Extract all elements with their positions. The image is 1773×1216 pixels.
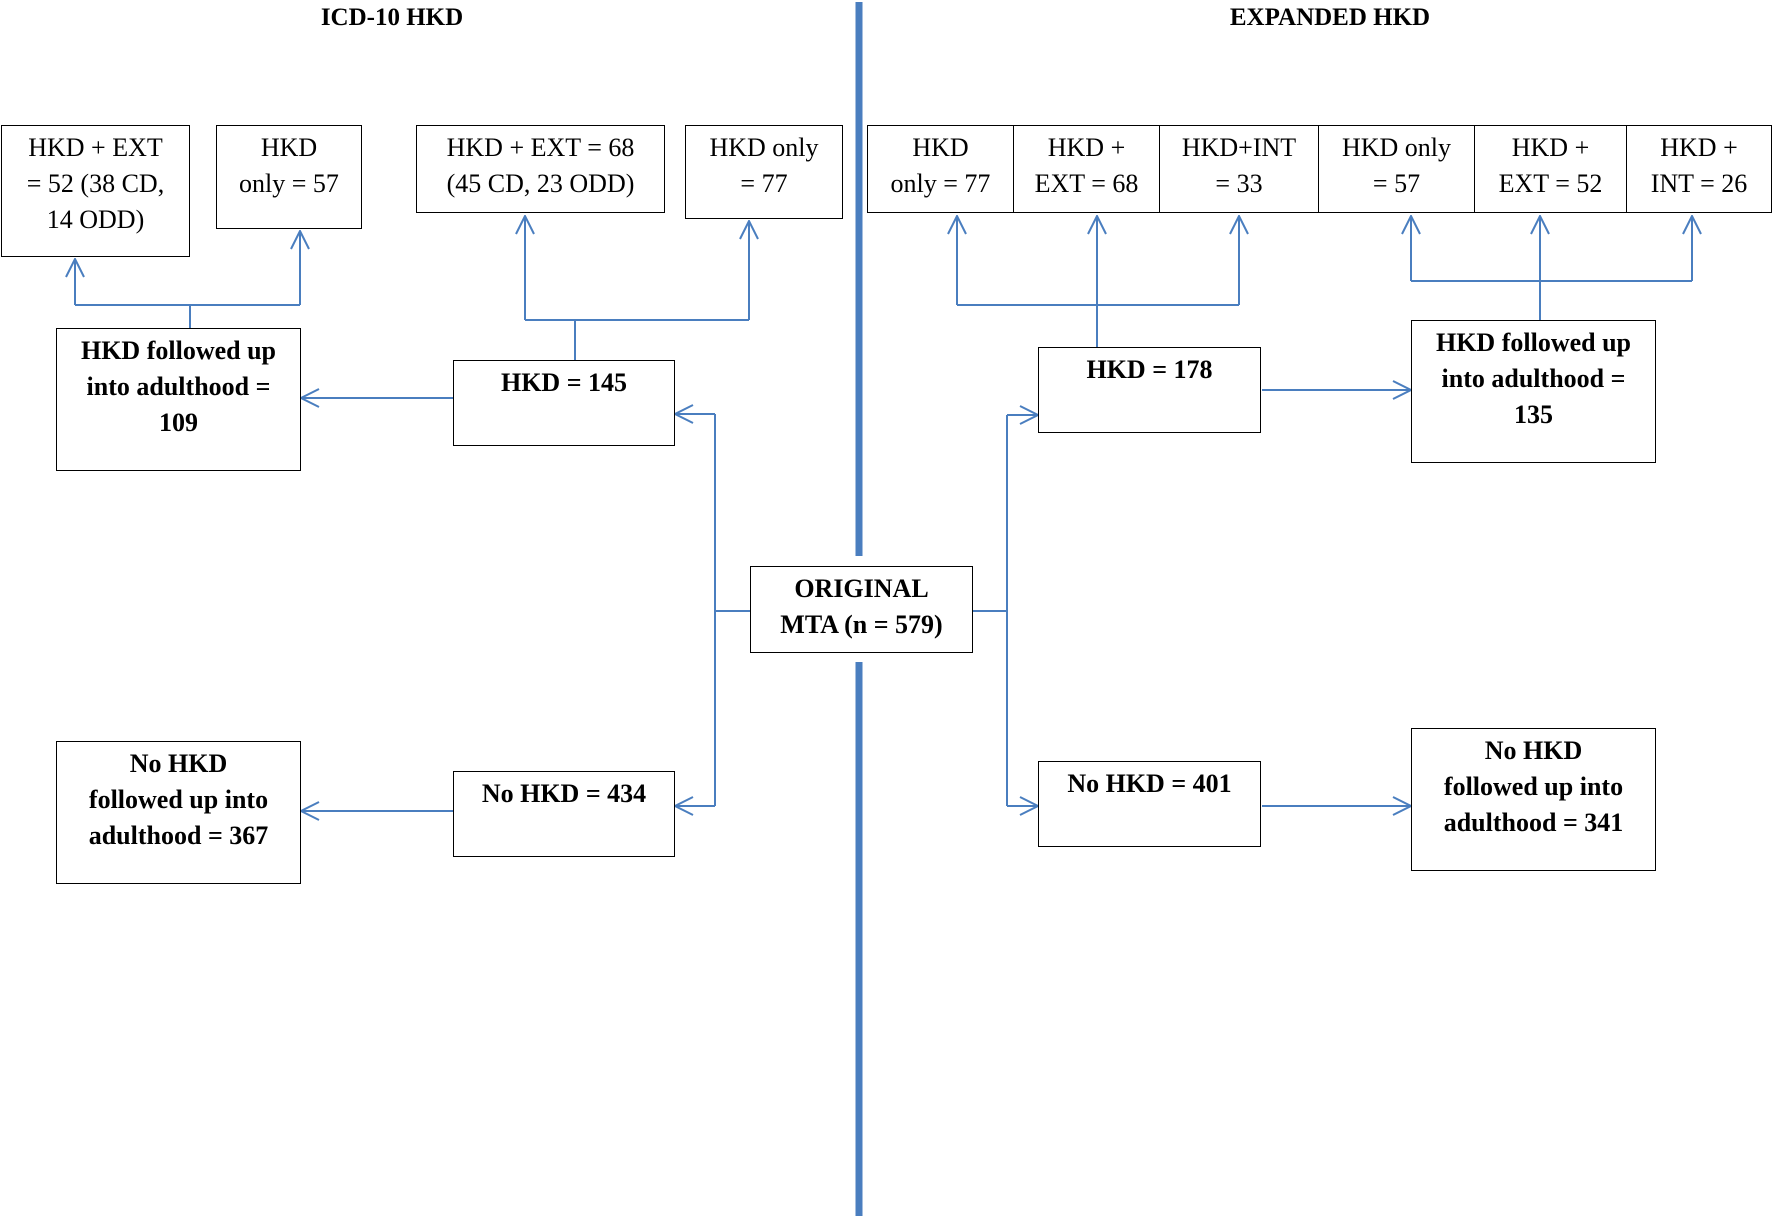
original-mta-box: ORIGINAL MTA (n = 579): [750, 566, 973, 653]
exp-adult-hkd-int-box: HKD + INT = 26: [1626, 125, 1772, 213]
icd-hkd-box: HKD = 145: [453, 360, 675, 446]
exp-hkd-followed-label: HKD followed up into adulthood = 135: [1435, 328, 1632, 429]
exp-no-hkd-label: No HKD = 401: [1067, 769, 1232, 798]
icd-child-hkd-ext-box: HKD + EXT = 68 (45 CD, 23 ODD): [416, 125, 665, 213]
exp-adult-hkd-only-box: HKD only = 57: [1318, 125, 1475, 213]
icd-adult-hkd-only-label: HKD only = 57: [239, 133, 339, 198]
exp-child-hkd-ext-label: HKD + EXT = 68: [1034, 133, 1139, 198]
icd-adult-hkd-only-box: HKD only = 57: [216, 125, 362, 229]
exp-child-hkd-only-label: HKD only = 77: [890, 133, 991, 198]
icd-no-hkd-label: No HKD = 434: [481, 779, 647, 808]
icd-adult-hkd-ext-label: HKD + EXT = 52 (38 CD, 14 ODD): [26, 133, 165, 234]
icd-child-hkd-only-label: HKD only = 77: [709, 133, 819, 198]
icd-no-hkd-box: No HKD = 434: [453, 771, 675, 857]
exp-no-hkd-box: No HKD = 401: [1038, 761, 1261, 847]
exp-adult-hkd-ext-box: HKD + EXT = 52: [1474, 125, 1627, 213]
exp-child-hkd-ext-box: HKD + EXT = 68: [1013, 125, 1160, 213]
icd-child-hkd-ext-label: HKD + EXT = 68 (45 CD, 23 ODD): [446, 133, 635, 198]
icd-hkd-label: HKD = 145: [500, 368, 628, 397]
exp-adult-hkd-int-label: HKD + INT = 26: [1650, 133, 1748, 198]
header-expanded: EXPANDED HKD: [1229, 4, 1431, 31]
exp-hkd-label: HKD = 178: [1086, 355, 1213, 384]
exp-adult-hkd-only-label: HKD only = 57: [1341, 133, 1452, 198]
icd-hkd-followed-box: HKD followed up into adulthood = 109: [56, 328, 301, 471]
icd-no-hkd-followed-label: No HKD followed up into adulthood = 367: [88, 749, 269, 850]
exp-child-hkd-int-box: HKD+INT = 33: [1159, 125, 1319, 213]
exp-child-hkd-only-box: HKD only = 77: [867, 125, 1014, 213]
header-icd10: ICD-10 HKD: [320, 4, 464, 31]
icd-no-hkd-followed-box: No HKD followed up into adulthood = 367: [56, 741, 301, 884]
icd-adult-hkd-ext-box: HKD + EXT = 52 (38 CD, 14 ODD): [1, 125, 190, 257]
exp-hkd-box: HKD = 178: [1038, 347, 1261, 433]
exp-no-hkd-followed-box: No HKD followed up into adulthood = 341: [1411, 728, 1656, 871]
original-mta-label: ORIGINAL MTA (n = 579): [780, 574, 943, 639]
icd-child-hkd-only-box: HKD only = 77: [685, 125, 843, 219]
exp-child-hkd-int-label: HKD+INT = 33: [1181, 133, 1297, 198]
exp-hkd-followed-box: HKD followed up into adulthood = 135: [1411, 320, 1656, 463]
exp-no-hkd-followed-label: No HKD followed up into adulthood = 341: [1443, 736, 1624, 837]
exp-adult-hkd-ext-label: HKD + EXT = 52: [1498, 133, 1603, 198]
icd-hkd-followed-label: HKD followed up into adulthood = 109: [80, 336, 277, 437]
